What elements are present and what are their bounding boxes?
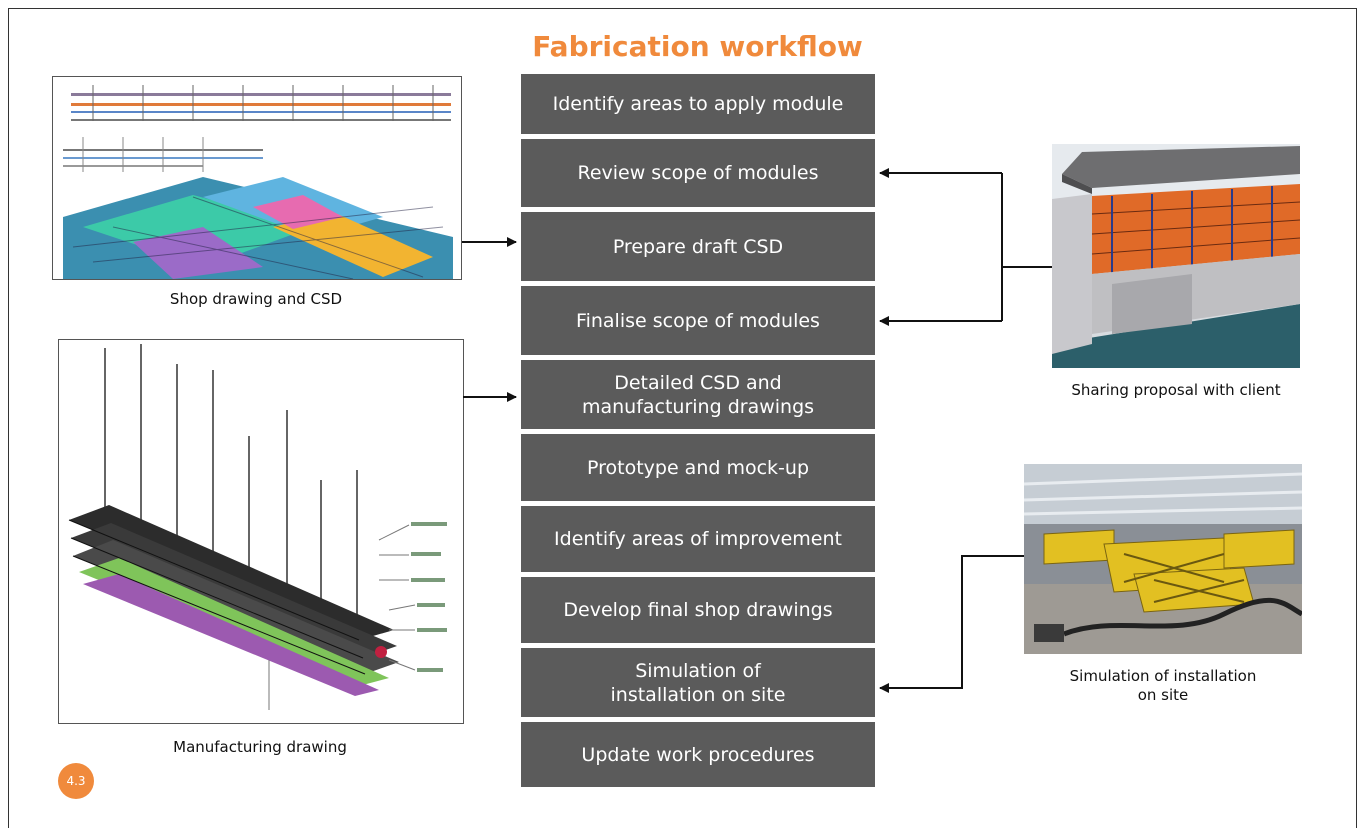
caption-sharing-proposal: Sharing proposal with client <box>1071 381 1281 399</box>
diagram-frame <box>8 8 1357 828</box>
diagram-title: Fabrication workflow <box>532 30 863 63</box>
caption-simulation: Simulation of installation on site <box>1024 667 1302 705</box>
sharing-proposal-image <box>1052 144 1300 368</box>
step-identify-improvement: Identify areas of improvement <box>521 506 875 572</box>
simulation-illustration <box>1024 464 1302 654</box>
step-detailed-csd-line1: Detailed CSD and <box>614 371 782 394</box>
step-prototype: Prototype and mock-up <box>521 434 875 501</box>
caption-simulation-line2: on site <box>1137 686 1189 704</box>
step-identify-areas: Identify areas to apply module <box>521 74 875 134</box>
simulation-image <box>1024 464 1302 654</box>
step-finalise-scope: Finalise scope of modules <box>521 286 875 355</box>
step-simulation-line2: installation on site <box>610 683 786 706</box>
step-update-procedures: Update work procedures <box>521 722 875 787</box>
step-prepare-draft-csd: Prepare draft CSD <box>521 212 875 281</box>
caption-manufacturing-drawing: Manufacturing drawing <box>173 738 347 756</box>
sharing-proposal-illustration <box>1052 144 1300 368</box>
step-detailed-csd-line2: manufacturing drawings <box>581 395 815 418</box>
arrow-simulation-to-step <box>879 555 1024 693</box>
shop-drawing-image <box>52 76 462 280</box>
manufacturing-drawing-illustration <box>59 340 463 723</box>
figure-number-badge: 4.3 <box>58 763 94 799</box>
step-final-shop-drawings: Develop final shop drawings <box>521 577 875 643</box>
manufacturing-drawing-image <box>58 339 464 724</box>
caption-shop-drawing: Shop drawing and CSD <box>169 290 343 308</box>
step-simulation-line1: Simulation of <box>635 659 761 682</box>
step-simulation: Simulation of installation on site <box>521 648 875 717</box>
step-detailed-csd: Detailed CSD and manufacturing drawings <box>521 360 875 429</box>
step-review-scope: Review scope of modules <box>521 139 875 207</box>
shop-drawing-illustration <box>53 77 461 279</box>
caption-simulation-line1: Simulation of installation <box>1069 667 1257 685</box>
